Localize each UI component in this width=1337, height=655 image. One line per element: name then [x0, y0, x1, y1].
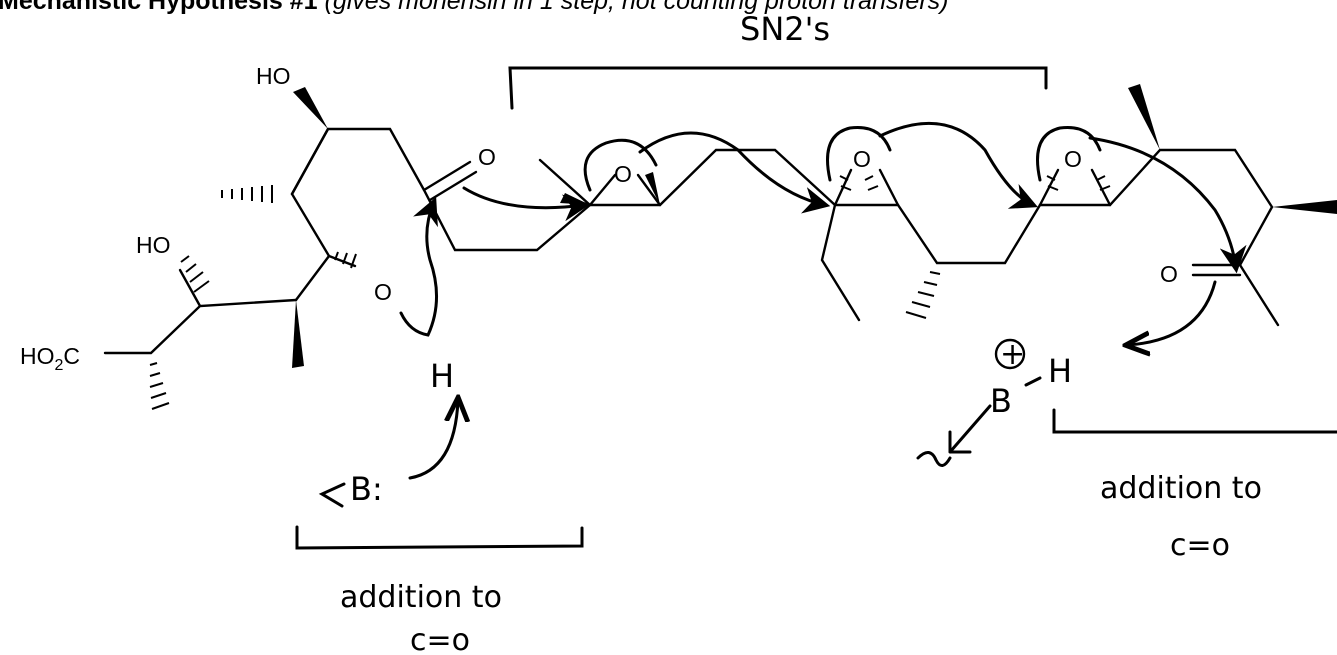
- arrow-base-to-h: [408, 400, 458, 480]
- label-base-right: B: [990, 382, 1012, 420]
- label-addition-left-1: addition to: [340, 580, 502, 615]
- atom-ho-top: HO: [256, 63, 291, 89]
- bond-skeleton: [103, 127, 1280, 355]
- label-base-left: B:: [350, 470, 383, 508]
- mechanism-arrows: [295, 66, 1337, 550]
- atom-o-epoxide-2: O: [853, 146, 871, 172]
- wedge-bonds: [292, 84, 1337, 368]
- svg-text:+: +: [1000, 337, 1025, 372]
- base-right-squiggle: [948, 404, 992, 454]
- atom-o-alkoxide: O: [374, 279, 392, 305]
- arrow-epoxide3-to-ketone: [1088, 136, 1247, 274]
- arrow-ketone-to-h: [1128, 280, 1217, 345]
- dash-b-h: [1024, 376, 1042, 387]
- atom-o-epoxide-3: O: [1064, 146, 1082, 172]
- label-sn2: SN2's: [740, 10, 830, 48]
- label-addition-right-1: addition to: [1100, 471, 1262, 506]
- atom-o-epoxide-1: O: [614, 161, 632, 187]
- handwritten-labels: SN2's H B: addition to c=o H + B additio…: [340, 10, 1262, 655]
- atom-o-ketone: O: [478, 144, 496, 170]
- bracket-left: [295, 525, 584, 550]
- atom-labels: HO HO HO2C O O O O O O: [20, 63, 1178, 374]
- page-title: Mechanistic Hypothesis #1 (gives monensi…: [0, 0, 948, 16]
- label-addition-right-2: c=o: [1170, 528, 1230, 563]
- label-base-right-charge: +: [994, 337, 1026, 372]
- arrow-oh-to-carbonyl: [399, 197, 439, 337]
- bracket-right: [1052, 408, 1337, 434]
- arrow-ketone-to-c1: [462, 186, 591, 222]
- arrow-epoxide2-to-c3: [878, 121, 1038, 209]
- atom-ho2c: HO2C: [20, 343, 80, 374]
- base-right-tilde: [916, 451, 952, 467]
- base-left-squiggle: [318, 482, 346, 508]
- label-h-left: H: [430, 357, 454, 395]
- sn2-bracket: [508, 66, 1048, 110]
- title-bold: Mechanistic Hypothesis #1: [0, 0, 318, 15]
- arrow-epoxide1-to-c2: [638, 131, 831, 214]
- title-italic: (gives monensin in 1 step, not counting …: [324, 0, 949, 15]
- hashed-bonds: [149, 175, 1111, 410]
- label-h-right: H: [1048, 352, 1072, 390]
- atom-o-right-ketone: O: [1160, 261, 1178, 287]
- label-addition-left-2: c=o: [410, 623, 470, 655]
- atom-ho-left: HO: [136, 232, 171, 258]
